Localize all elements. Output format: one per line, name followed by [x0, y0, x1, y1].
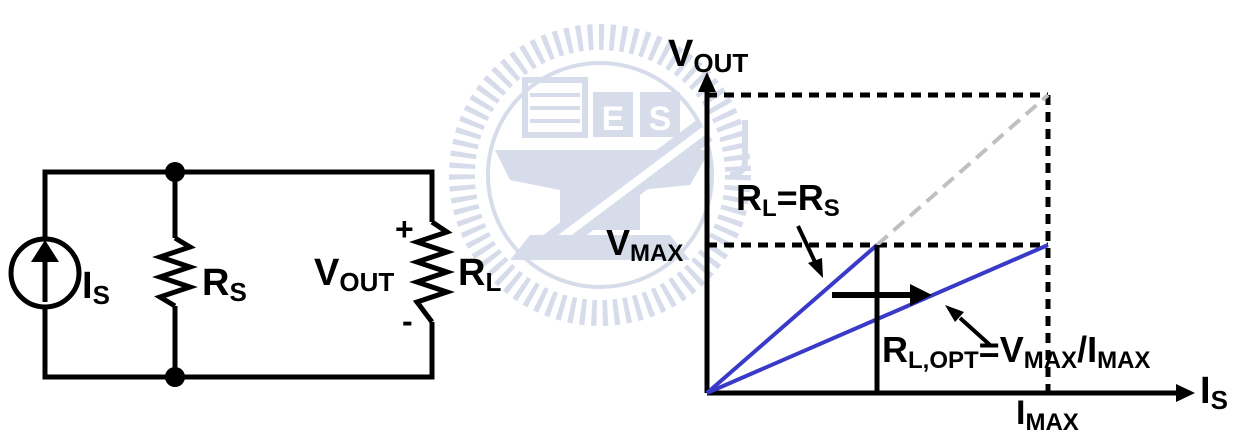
load-line-rl-equals-rs [705, 243, 879, 395]
pointer-rl-rs-line [796, 225, 817, 263]
pointer-rl-rs-arrow-icon [808, 258, 823, 278]
vout-label: VOUT [314, 252, 394, 297]
rl-equals-rs-label: RL=RS [736, 177, 840, 222]
rl-opt-label: RL,OPT=VMAX/IMAX [882, 329, 1150, 374]
rs-zigzag [152, 235, 198, 309]
source-label: IS [82, 265, 110, 310]
pointer-rl-opt-line [958, 316, 992, 347]
watermark-letter-s: S [649, 100, 672, 138]
top-node-dot [165, 162, 185, 182]
circuit-schematic [42, 169, 455, 380]
x-axis-label: IS [1200, 370, 1228, 415]
vmax-label: VMAX [606, 222, 683, 267]
ideal-gray-dashed-line [875, 93, 1050, 247]
bottom-wire [42, 308, 435, 380]
x-axis-arrow-icon [1176, 384, 1195, 402]
imax-label: IMAX [1016, 394, 1079, 436]
university-seal-icon: E S [449, 24, 751, 326]
y-axis-label: VOUT [668, 33, 748, 78]
shift-arrow-icon [910, 284, 932, 306]
top-wire [42, 169, 435, 240]
pointer-rl-opt-arrow-icon [945, 305, 964, 322]
minus-sign: - [402, 303, 413, 339]
watermark-letter-e: E [602, 100, 625, 138]
y-axis-arrow-icon [698, 72, 716, 92]
bottom-node-dot [165, 367, 185, 387]
plus-sign: + [395, 211, 414, 247]
rl-label: RL [458, 252, 501, 297]
current-source-icon [8, 236, 82, 310]
rs-label: RS [202, 262, 247, 307]
rl-zigzag [409, 219, 455, 324]
